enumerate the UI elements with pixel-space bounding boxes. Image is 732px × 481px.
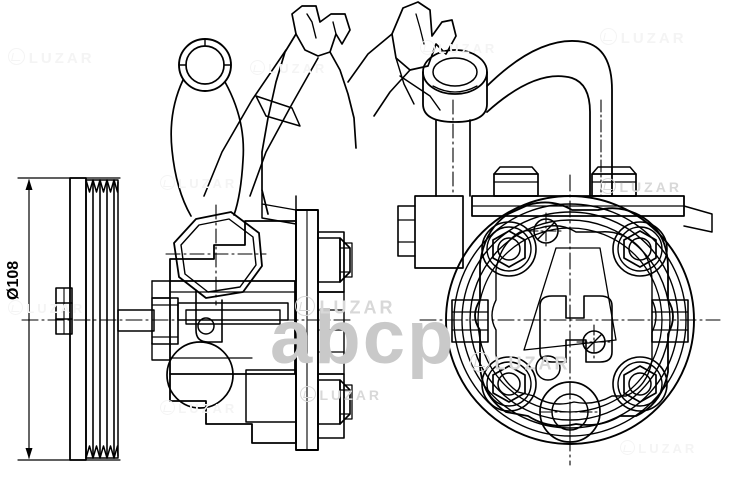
watermark-luzar: LUZAR (300, 386, 382, 403)
center-hub-right-view (535, 355, 601, 443)
watermark-luzar-text: LUZAR (438, 41, 498, 57)
watermark-luzar: LUZAR (8, 48, 95, 67)
rear-flange-left-view (295, 209, 353, 451)
watermark-luzar-text: LUZAR (638, 441, 698, 457)
dimension-label-pulley-diameter: Ø108 (5, 260, 22, 300)
watermark-luzar: LUZAR (250, 60, 327, 76)
inlet-pipe-left-view (170, 38, 245, 217)
pulley-left-view (55, 177, 119, 461)
bracket-fork-right-view (347, 1, 457, 117)
watermark-luzar: LUZAR (8, 300, 85, 316)
pump-body-right-view (419, 174, 721, 466)
watermark-luzar: LUZAR (470, 352, 571, 374)
seal-ring-right-view (422, 49, 488, 123)
threaded-hole-upper-right-view (527, 212, 565, 250)
watermark-luzar-text: LUZAR (28, 49, 95, 67)
watermark-luzar: LUZAR (295, 296, 396, 318)
luzar-logo-icon (420, 40, 435, 55)
watermark-luzar: LUZAR (160, 175, 237, 191)
watermark-luzar-text: LUZAR (319, 297, 396, 318)
watermark-luzar-text: LUZAR (620, 29, 687, 47)
hex-bolt-top-right-right-view (612, 221, 668, 277)
watermark-luzar: LUZAR (160, 400, 237, 416)
watermark-luzar: LUZAR (600, 178, 682, 195)
inner-casting-right-view (474, 201, 674, 427)
watermark-luzar-text: LUZAR (26, 301, 86, 317)
luzar-logo-icon (620, 440, 635, 455)
watermark-luzar-text: LUZAR (619, 179, 682, 196)
luzar-logo-icon (8, 300, 23, 315)
watermark-luzar: LUZAR (600, 28, 687, 47)
hex-bolt-top-left-right-view (481, 221, 537, 277)
luzar-logo-icon (295, 296, 315, 316)
luzar-logo-icon (600, 178, 616, 194)
luzar-logo-icon (8, 48, 25, 65)
watermark-luzar-text: LUZAR (178, 176, 238, 192)
hex-bolt-lower-left-view (317, 379, 353, 425)
hex-bolt-bottom-left-right-view (481, 356, 537, 412)
hex-bolt-upper-left-view (317, 237, 353, 283)
watermark-luzar-text: LUZAR (268, 61, 328, 77)
watermark-luzar: LUZAR (420, 40, 497, 56)
luzar-logo-icon (470, 352, 490, 372)
watermark-luzar-text: LUZAR (319, 387, 382, 404)
watermark-luzar-text: LUZAR (494, 353, 571, 374)
watermark-luzar: LUZAR (620, 440, 697, 456)
luzar-logo-icon (600, 28, 617, 45)
luzar-logo-icon (300, 386, 316, 402)
inlet-port-boss-right-view (397, 195, 689, 343)
threaded-hole-lower-right-view (576, 324, 612, 360)
luzar-logo-icon (160, 175, 175, 190)
luzar-logo-icon (250, 60, 265, 75)
pump-housing-left-view (117, 220, 297, 444)
luzar-logo-icon (160, 400, 175, 415)
bracket-fork-left-view (203, 5, 357, 225)
vertical-neck-right-view (435, 99, 471, 197)
watermark-luzar-text: LUZAR (178, 401, 238, 417)
top-hex-bolts-right-view (471, 166, 713, 233)
hex-bolt-bottom-right-right-view (612, 356, 668, 412)
hex-boss-left-view (165, 204, 267, 343)
dimension-line-pulley-diameter (17, 177, 121, 461)
